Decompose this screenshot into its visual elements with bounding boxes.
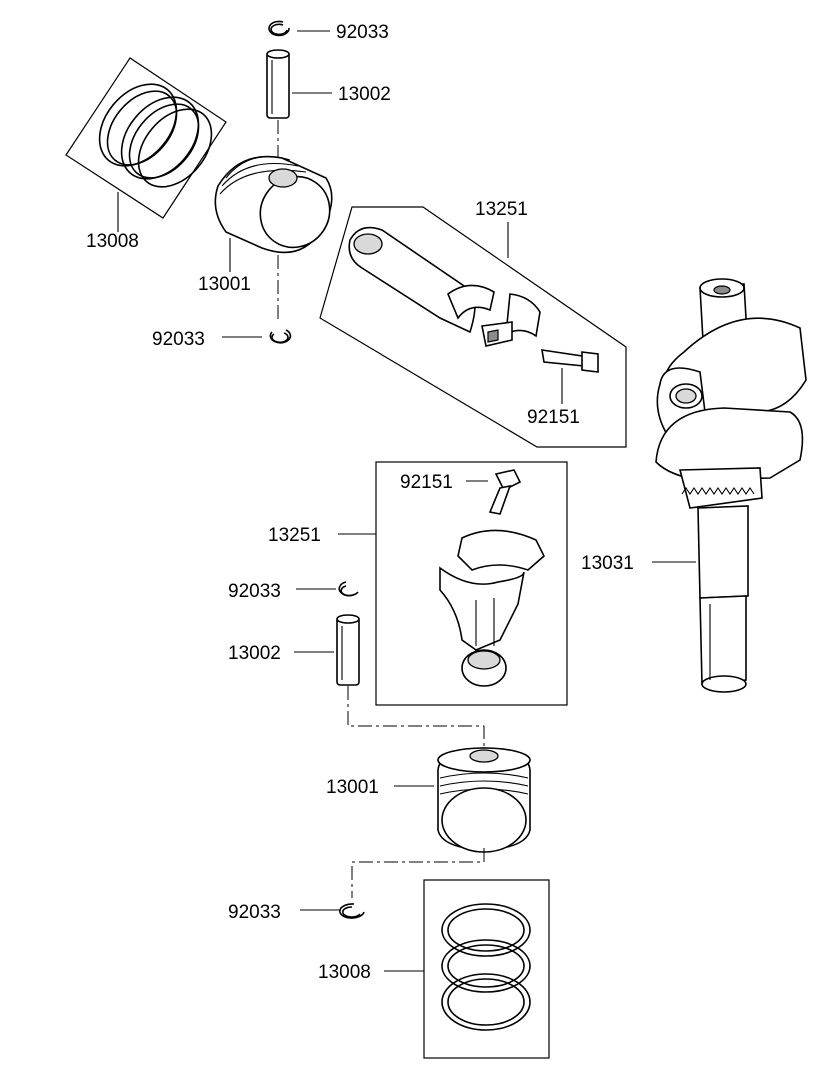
- piston-bottom: [437, 747, 531, 853]
- crankshaft: [655, 278, 807, 693]
- label-rings-bottom: 13008: [318, 962, 371, 983]
- conrod-box-top: [319, 206, 627, 448]
- label-crankshaft: 13031: [581, 553, 634, 574]
- piston-top: [214, 155, 333, 254]
- rings-box-bottom: [423, 879, 550, 1059]
- bolt-top: [541, 349, 599, 373]
- label-clip-top: 92033: [336, 22, 389, 43]
- label-clip-bottom: 92033: [228, 902, 281, 923]
- piston-rings-top: [98, 83, 213, 188]
- label-rings-top: 13008: [86, 231, 139, 252]
- circlip-top: [268, 20, 290, 37]
- circlip-bottom: [339, 903, 365, 919]
- label-piston-bottom: 13001: [326, 777, 379, 798]
- label-pin-mid: 13002: [228, 643, 281, 664]
- conrod-box-mid: [375, 461, 568, 706]
- connecting-rod-mid: [439, 529, 545, 687]
- label-conrod-top: 13251: [475, 199, 528, 220]
- piston-rings-bottom: [441, 903, 531, 1031]
- label-pin-top: 13002: [338, 84, 391, 105]
- rings-box-top: [65, 57, 227, 219]
- centerline-mid-1: [347, 686, 485, 752]
- circlip-mid-left: [269, 329, 292, 344]
- label-bolt-mid: 92151: [400, 472, 453, 493]
- label-bolt-top: 92151: [527, 407, 580, 428]
- centerline-bottom: [351, 848, 485, 898]
- piston-pin-mid: [336, 614, 360, 686]
- label-clip-mid: 92033: [228, 581, 281, 602]
- circlip-mid: [338, 581, 359, 597]
- label-conrod-mid: 13251: [268, 525, 321, 546]
- connecting-rod-top: [348, 226, 541, 347]
- label-piston-top: 13001: [198, 274, 251, 295]
- bolt-mid: [488, 469, 522, 515]
- label-clip-mid-left: 92033: [152, 329, 205, 350]
- piston-pin-top: [266, 49, 290, 119]
